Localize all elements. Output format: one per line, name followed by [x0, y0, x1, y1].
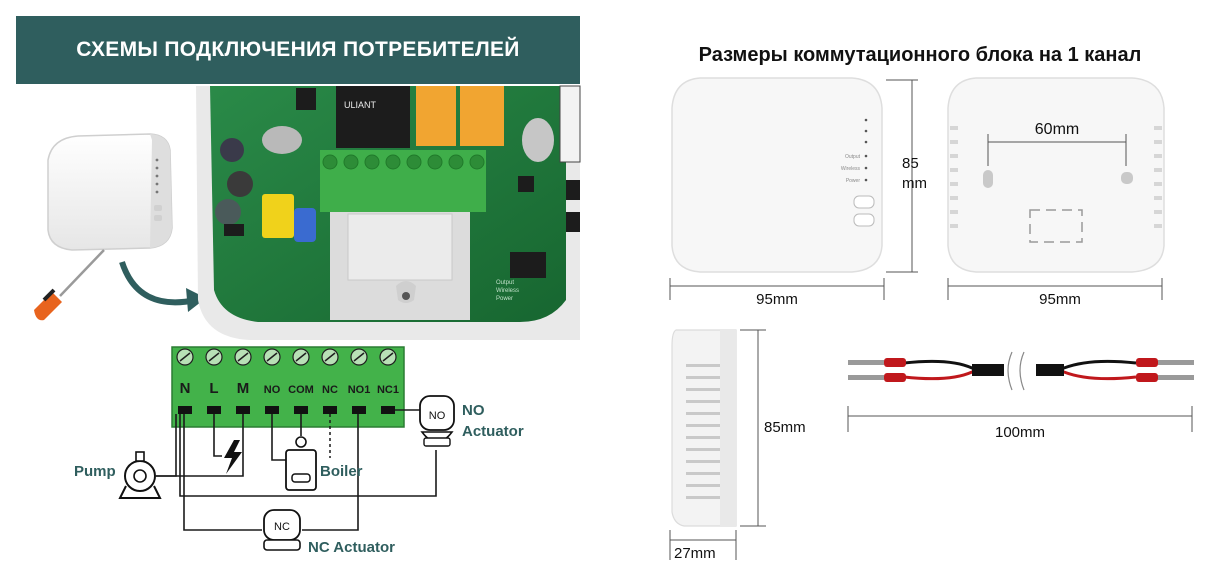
- front-height-label-line1: 85: [902, 155, 919, 172]
- screwdriver-icon: [34, 249, 105, 321]
- pcb-board: ULIANT Output Wireless Power: [196, 85, 581, 340]
- front-height-dimension: [886, 79, 918, 273]
- back-width-label: 95mm: [1039, 291, 1081, 308]
- cable-wires: [848, 351, 1194, 391]
- dimensions-title: Размеры коммутационного блока на 1 канал: [698, 44, 1142, 66]
- nc-actuator-badge: NC: [274, 521, 290, 533]
- curved-arrow-icon: [119, 261, 206, 312]
- small-device: [47, 133, 173, 251]
- terminal-label-no: NO: [264, 384, 281, 396]
- pump-label: Pump: [74, 463, 116, 480]
- side-depth-label: 27mm: [674, 545, 716, 562]
- front-led-label-power: Power: [846, 178, 861, 184]
- banner-title: СХЕМЫ ПОДКЛЮЧЕНИЯ ПОТРЕБИТЕЛЕЙ: [76, 38, 520, 61]
- back-width-dimension: [947, 278, 1163, 300]
- no-actuator-badge: NO: [429, 410, 446, 422]
- cable-length-dimension: [847, 406, 1193, 432]
- terminal-label-m: M: [237, 380, 250, 397]
- side-depth-dimension: [669, 530, 737, 560]
- terminal-label-no1: NO1: [348, 384, 371, 396]
- section-banner: СХЕМЫ ПОДКЛЮЧЕНИЯ ПОТРЕБИТЕЛЕЙ: [16, 16, 580, 84]
- pcb-led-label-output: Output: [496, 280, 514, 286]
- terminal-block-diagram: N L M NO COM NC NO1 NC1: [171, 346, 405, 428]
- pcb-led-label-wireless: Wireless: [496, 288, 519, 294]
- front-width-dimension: [669, 278, 885, 300]
- front-led-label-wireless: Wireless: [841, 166, 861, 172]
- side-view-device: [671, 329, 737, 527]
- terminal-label-nc1: NC1: [377, 384, 399, 396]
- relay-label: ULIANT: [344, 100, 377, 110]
- no-actuator-icon: NO: [419, 395, 455, 447]
- boiler-label: Boiler: [320, 463, 363, 480]
- pump-icon: [118, 451, 162, 499]
- back-view-device: [947, 77, 1165, 273]
- side-height-dimension: [740, 329, 766, 527]
- terminal-label-l: L: [209, 380, 218, 397]
- front-led-label-output: Output: [845, 154, 861, 160]
- front-width-label: 95mm: [756, 291, 798, 308]
- front-height-label-line2: mm: [902, 175, 927, 192]
- lightning-icon: [224, 440, 242, 474]
- terminal-label-nc: NC: [322, 384, 338, 396]
- nc-actuator-label: NC Actuator: [308, 539, 395, 556]
- front-view-device: Output Wireless Power: [671, 77, 883, 273]
- boiler-icon: [285, 436, 317, 491]
- nc-actuator-icon: NC: [263, 509, 301, 551]
- mount-spacing-label: 60mm: [1035, 121, 1079, 138]
- side-height-label: 85mm: [764, 419, 806, 436]
- no-actuator-label-line2: Actuator: [462, 423, 524, 440]
- terminal-label-n: N: [180, 380, 191, 397]
- terminal-label-com: COM: [288, 384, 314, 396]
- no-actuator-label-line1: NO: [462, 402, 485, 419]
- mount-spacing-dimension: [987, 134, 1127, 166]
- pcb-led-label-power: Power: [496, 296, 513, 302]
- cable-length-label: 100mm: [995, 424, 1045, 441]
- wiring-lines: [156, 409, 437, 531]
